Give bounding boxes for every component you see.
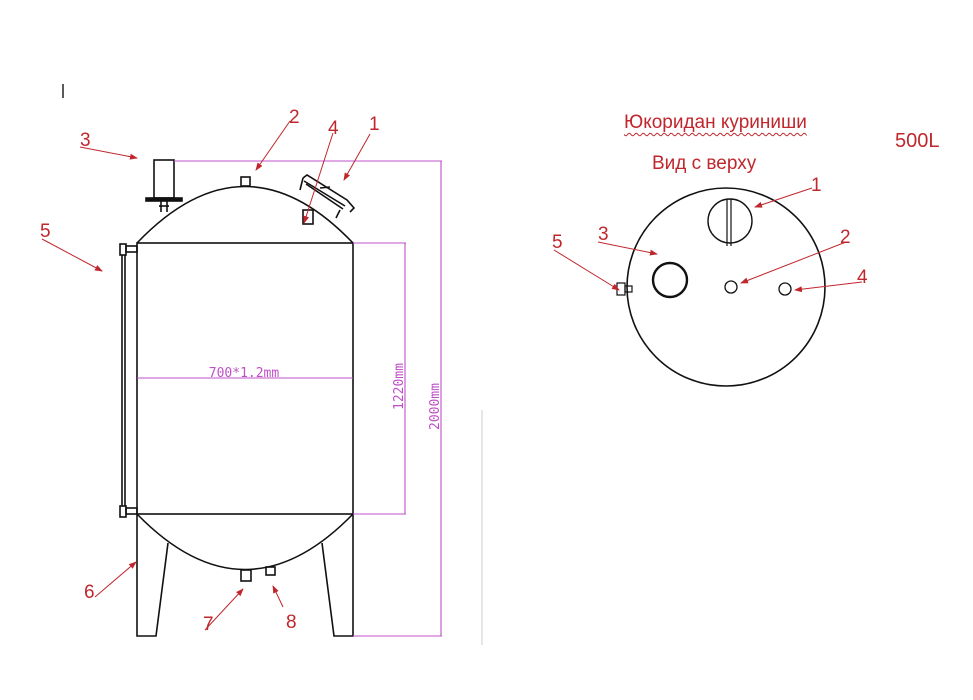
top-callout-1: 1 xyxy=(811,175,822,196)
right-leg xyxy=(321,514,354,637)
callout-1: 1 xyxy=(369,114,380,135)
top-callout-4: 4 xyxy=(857,267,868,288)
left-leg xyxy=(136,514,169,637)
tank-top-view xyxy=(616,187,826,387)
top-callout-3: 3 xyxy=(598,224,609,245)
total-height-dimension: 2000mm xyxy=(428,383,443,430)
top-dome xyxy=(136,185,354,244)
dimension-lines xyxy=(137,160,442,637)
callout-3: 3 xyxy=(80,130,91,151)
callout-7: 7 xyxy=(203,614,214,635)
top-view-title-russian: Вид с верху xyxy=(652,153,757,174)
side-view-callouts xyxy=(41,120,371,631)
top-view-title-uzbek: Юкоридан куриниши xyxy=(624,112,807,133)
vent-pipe xyxy=(153,159,175,199)
tank-side-view xyxy=(119,159,356,637)
bottom-outlet xyxy=(265,566,276,576)
top-view-callout-numbers: 1 2 3 4 5 xyxy=(552,175,868,288)
side-view-callout-numbers: 1 2 3 4 5 6 7 8 xyxy=(40,107,380,635)
sensor-circle xyxy=(778,282,792,296)
callout-8: 8 xyxy=(286,612,297,633)
top-outline xyxy=(626,187,826,387)
top-callout-5: 5 xyxy=(552,232,563,253)
diameter-dimension: 700*1.2mm xyxy=(209,366,280,381)
drain-outlet xyxy=(240,569,252,582)
sight-glass-bottom-fitting xyxy=(119,505,127,518)
body-height-dimension: 1220mm xyxy=(392,363,407,410)
callout-6: 6 xyxy=(84,582,95,603)
bottom-dome xyxy=(136,513,354,571)
nozzle-circle xyxy=(724,280,738,294)
top-nozzle xyxy=(240,176,251,187)
vent-circle xyxy=(651,261,689,299)
callout-4: 4 xyxy=(328,118,339,139)
sight-glass-top-fitting xyxy=(119,243,127,256)
top-callout-2: 2 xyxy=(840,227,851,248)
capacity-label: 500L xyxy=(895,130,940,152)
callout-2: 2 xyxy=(289,107,300,128)
manhole-hatch xyxy=(299,174,356,219)
callout-5: 5 xyxy=(40,221,51,242)
top-view-callouts xyxy=(553,187,863,293)
manhole-circle xyxy=(707,198,753,244)
